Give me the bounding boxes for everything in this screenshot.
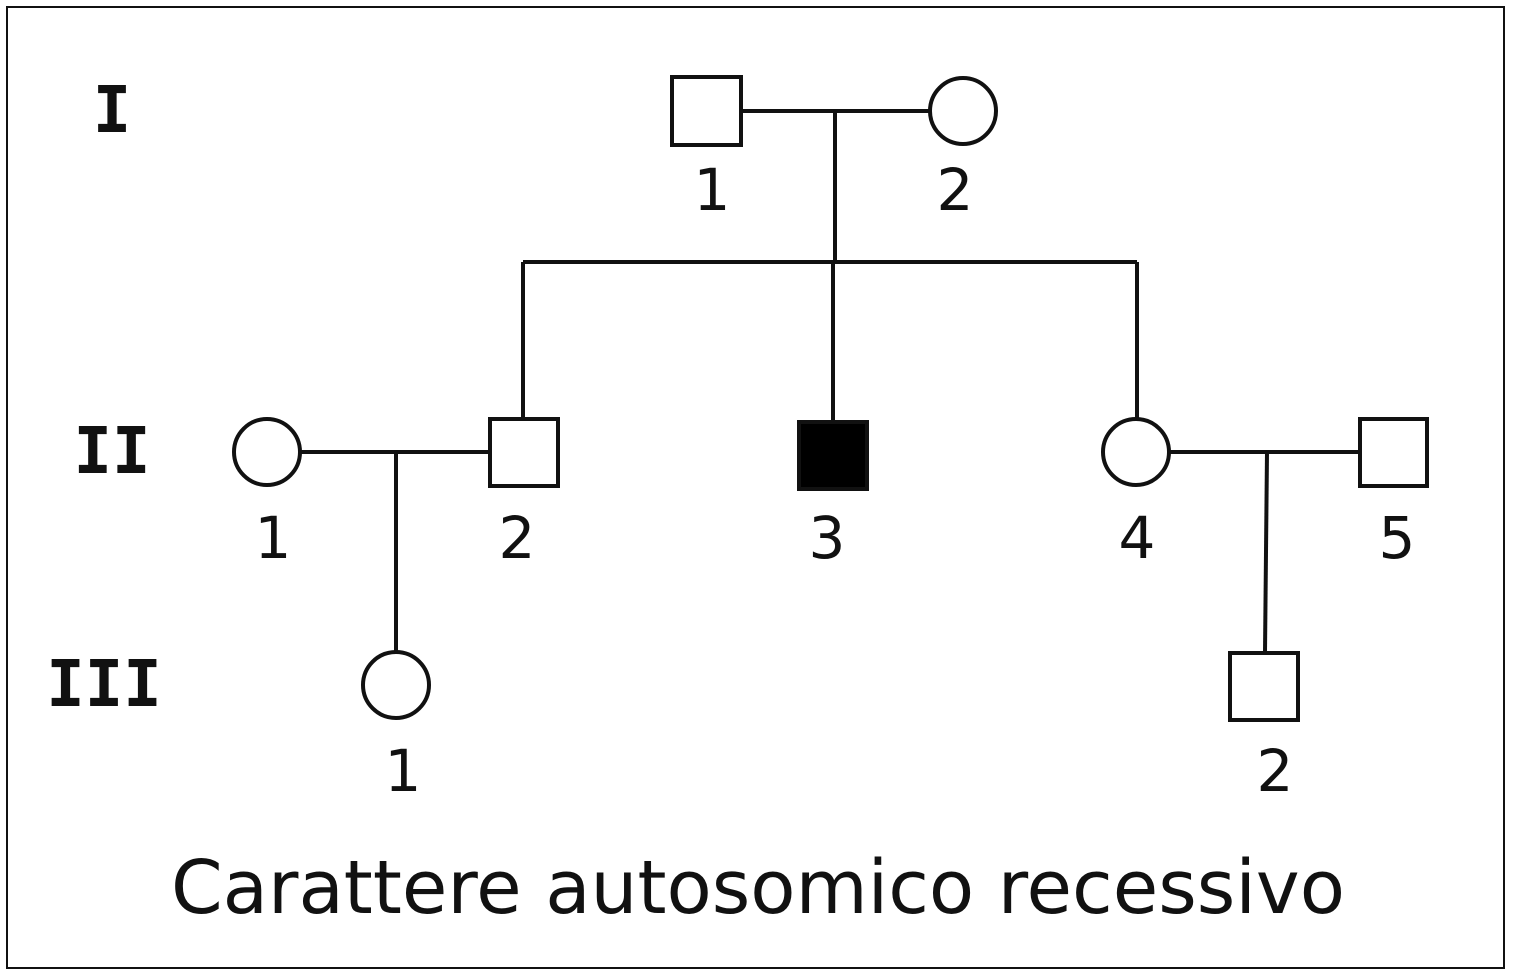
female-symbol-II-4: [1101, 417, 1171, 487]
affected-male-symbol-II-3: [797, 420, 869, 491]
female-symbol-II-1: [232, 417, 302, 487]
individual-number-III-1: 1: [385, 737, 422, 805]
generation-label-III: III: [46, 648, 162, 722]
diagram-caption: Carattere autosomico recessivo: [171, 845, 1345, 931]
individual-number-II-2: 2: [499, 504, 536, 572]
female-symbol-III-1: [361, 650, 431, 720]
individual-number-II-1: 1: [255, 504, 292, 572]
descent-line-III-2: [1263, 451, 1269, 653]
individual-number-III-2: 2: [1257, 737, 1294, 805]
male-symbol-II-5: [1358, 417, 1429, 488]
generation-label-I: I: [93, 74, 132, 148]
diagram-frame: [6, 6, 1505, 969]
individual-number-II-3: 3: [809, 504, 846, 572]
individual-number-I-1: 1: [694, 156, 731, 224]
individual-number-II-5: 5: [1379, 504, 1416, 572]
generation-label-II: II: [73, 415, 150, 489]
male-symbol-III-2: [1228, 651, 1300, 722]
individual-number-I-2: 2: [937, 156, 974, 224]
male-symbol-II-2: [488, 417, 560, 488]
individual-number-II-4: 4: [1119, 504, 1156, 572]
male-symbol-I-1: [670, 75, 743, 147]
female-symbol-I-2: [928, 76, 998, 146]
